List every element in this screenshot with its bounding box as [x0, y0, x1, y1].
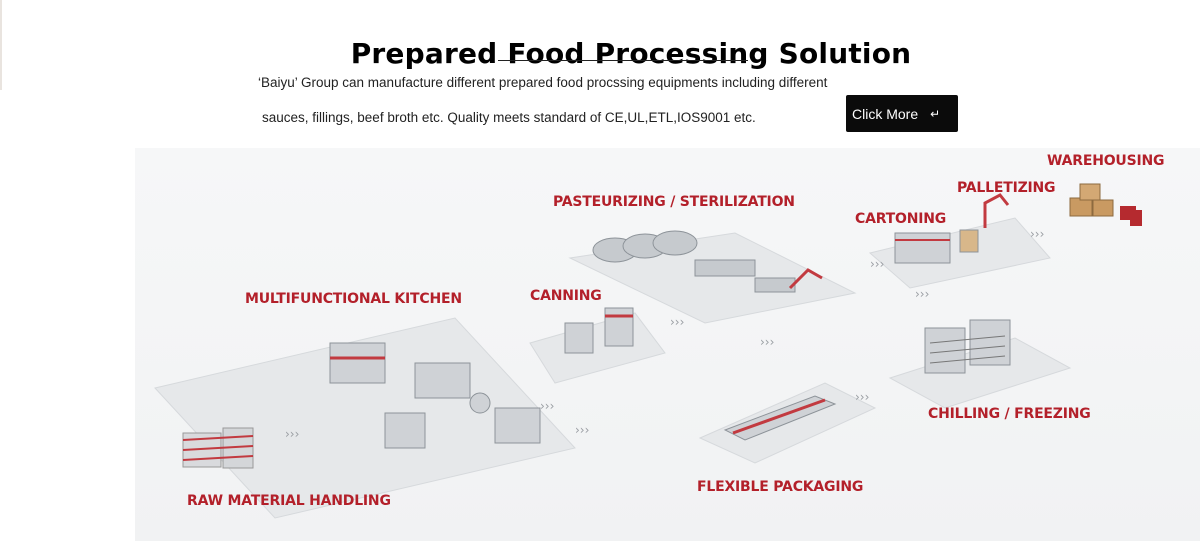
click-more-label: Click More: [852, 105, 919, 122]
stage-label-packaging: FLEXIBLE PACKAGING: [697, 479, 864, 495]
packaging-machine: [723, 395, 837, 441]
canning-platform: [529, 312, 666, 384]
left-edge-strip: [0, 0, 2, 90]
warehouse-boxes: [1069, 183, 1142, 226]
description-line-1: ‘Baiyu’ Group can manufacture different …: [258, 75, 828, 90]
kitchen-machines: [329, 342, 541, 449]
svg-text:›››: ›››: [1030, 227, 1044, 241]
pasteurizing-tanks: [592, 230, 823, 293]
stage-label-cartoning: CARTONING: [855, 211, 947, 227]
stage-label-raw: RAW MATERIAL HANDLING: [187, 493, 391, 509]
title-underline: [498, 60, 748, 61]
page-title: Prepared Food Processing Solution: [350, 36, 912, 70]
svg-text:›››: ›››: [915, 287, 929, 301]
return-arrow-icon: ↵: [930, 106, 941, 121]
svg-text:›››: ›››: [670, 315, 684, 329]
raw-material-boxes: [182, 427, 254, 469]
svg-text:›››: ›››: [870, 257, 884, 271]
stage-label-warehousing: WAREHOUSING: [1047, 153, 1165, 169]
description-line-2: sauces, fillings, beef broth etc. Qualit…: [262, 110, 756, 125]
process-flow-diagram: ››› ››› ››› ››› ››› ››› ››› ››› ››› MULT…: [135, 148, 1200, 541]
stage-label-pasteurizing: PASTEURIZING / STERILIZATION: [553, 194, 795, 210]
process-flow-illustration: ››› ››› ››› ››› ››› ››› ››› ››› ›››: [154, 183, 1142, 519]
svg-text:›››: ›››: [540, 399, 554, 413]
svg-text:›››: ›››: [855, 390, 869, 404]
canning-machines: [564, 307, 634, 354]
stage-label-palletizing: PALLETIZING: [957, 180, 1056, 196]
click-more-button[interactable]: Click More ↵: [846, 95, 958, 132]
svg-text:›››: ›››: [285, 427, 299, 441]
stage-label-chilling: CHILLING / FREEZING: [928, 406, 1091, 422]
palletizing-robot: [983, 193, 1010, 228]
chilling-spiral: [924, 319, 1011, 374]
svg-text:›››: ›››: [760, 335, 774, 349]
svg-text:›››: ›››: [575, 423, 589, 437]
flow-arrows: ››› ››› ››› ››› ››› ››› ››› ››› ›››: [285, 227, 1044, 441]
cartoning-machine: [894, 229, 979, 264]
stage-label-kitchen: MULTIFUNCTIONAL KITCHEN: [245, 291, 462, 307]
stage-label-canning: CANNING: [530, 288, 602, 304]
